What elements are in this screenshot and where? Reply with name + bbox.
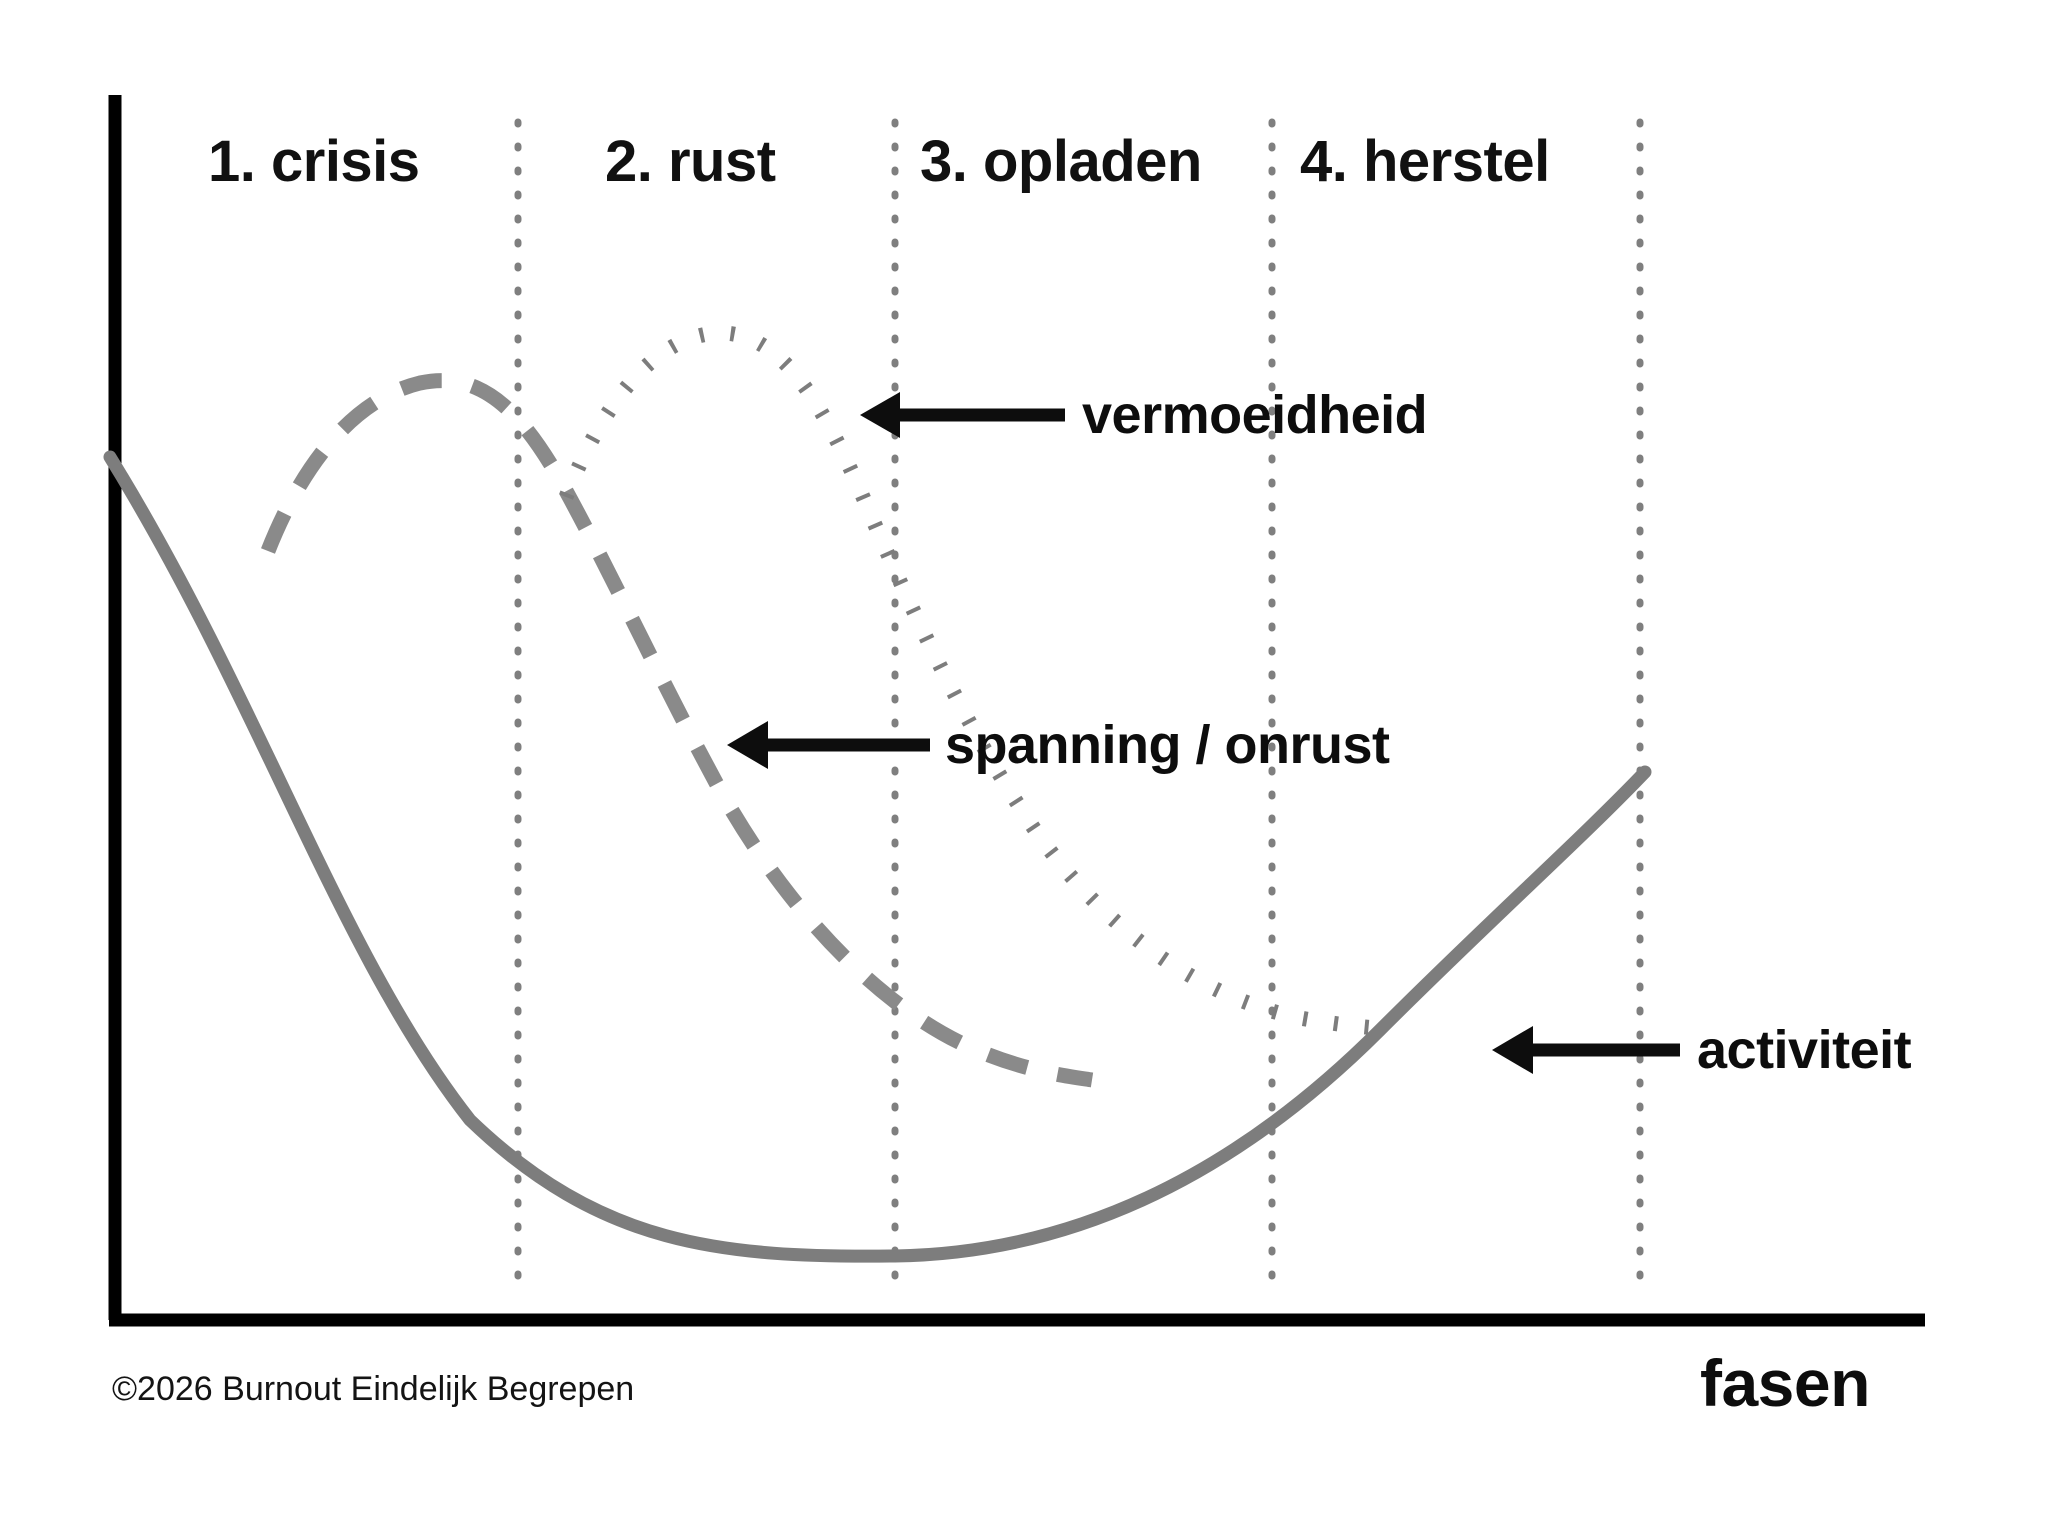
arrow-vermoeidheid — [860, 392, 1065, 438]
phase-label-1: 1. crisis — [208, 129, 420, 194]
phase-label-3: 3. opladen — [920, 129, 1202, 194]
series-label-activiteit: activiteit — [1697, 1020, 1912, 1080]
series-label-spanning-onrust: spanning / onrust — [945, 715, 1390, 775]
phase-label-2: 2. rust — [605, 129, 776, 194]
copyright-notice: ©2026 Burnout Eindelijk Begrepen — [112, 1370, 635, 1408]
phase-divider-lines — [514, 118, 1644, 1294]
x-axis-title: fasen — [1700, 1346, 1870, 1420]
phase-label-4: 4. herstel — [1300, 129, 1550, 194]
arrow-spanning-onrust — [727, 721, 930, 769]
arrow-activiteit — [1492, 1026, 1680, 1074]
series-label-vermoeidheid: vermoeidheid — [1082, 385, 1428, 445]
curve-activiteit — [103, 450, 1652, 1263]
curve-spanning-onrust — [261, 373, 1094, 1088]
